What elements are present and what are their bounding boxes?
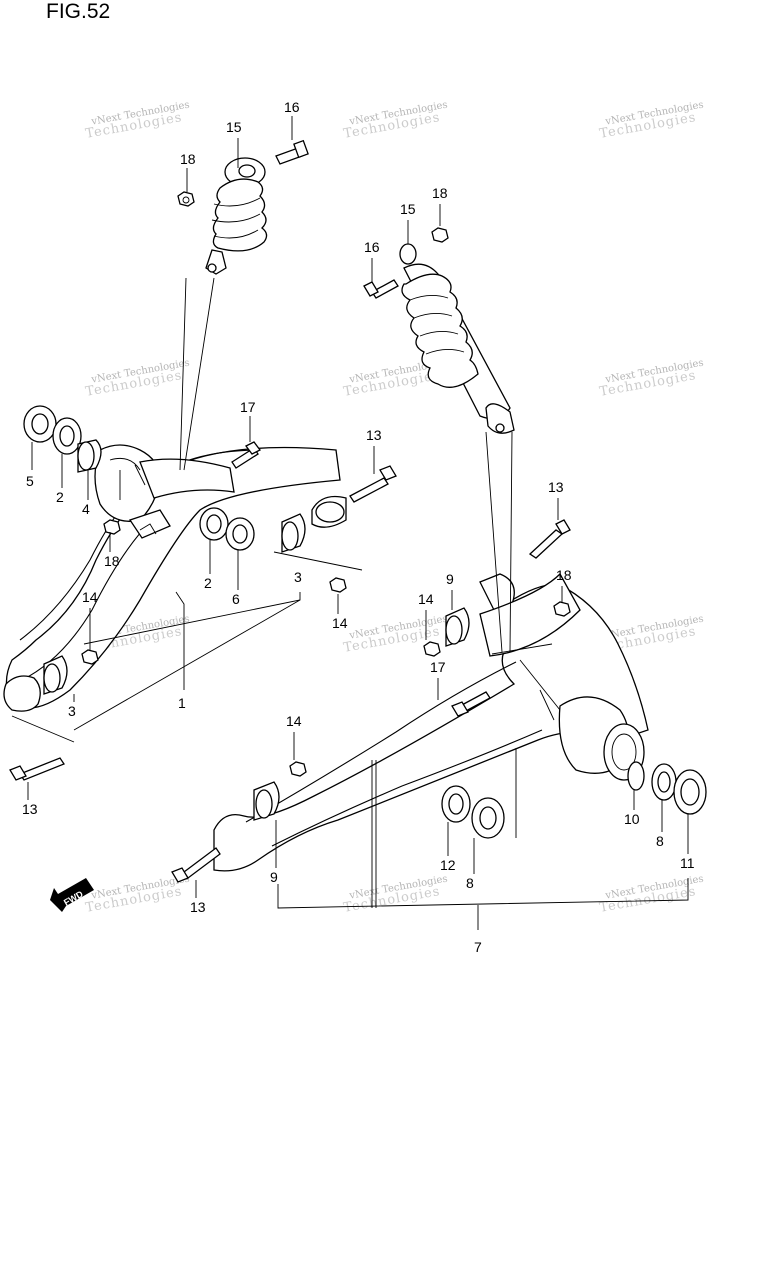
callout-6: 6 [232, 591, 240, 607]
seal-12[interactable] [441, 785, 471, 823]
bolt-13-upper[interactable] [349, 465, 397, 503]
nut-18-right-lower[interactable] [553, 601, 571, 617]
callout-18: 18 [432, 185, 448, 201]
callout-15: 15 [400, 201, 416, 217]
callout-17: 17 [430, 659, 446, 675]
callout-17: 17 [240, 399, 256, 415]
callout-10: 10 [624, 811, 640, 827]
seal-5[interactable] [23, 405, 57, 443]
fwd-arrow-icon: FWD [50, 878, 94, 912]
bushing-3-lower[interactable] [43, 655, 68, 695]
bolt-16-left[interactable] [275, 139, 309, 165]
nut-18-left[interactable] [177, 191, 195, 207]
callout-14: 14 [82, 589, 98, 605]
callout-7: 7 [474, 939, 482, 955]
callout-3: 3 [294, 569, 302, 585]
figure-title: FIG.52 [46, 0, 111, 23]
callout-1: 1 [178, 695, 186, 711]
shock-absorber-right[interactable] [399, 243, 515, 434]
bearing-2-upper[interactable] [52, 417, 82, 455]
callout-2: 2 [204, 575, 212, 591]
callout-16: 16 [364, 239, 380, 255]
callout-5: 5 [26, 473, 34, 489]
callout-13: 13 [366, 427, 382, 443]
callout-3: 3 [68, 703, 76, 719]
bushing-4[interactable] [77, 439, 102, 473]
nut-14-right-of-arm[interactable] [329, 577, 347, 593]
bushing-9-upper[interactable] [445, 607, 470, 647]
callout-13: 13 [22, 801, 38, 817]
bolt-13-lower-right[interactable] [171, 847, 221, 883]
lower-arm-7[interactable] [213, 572, 649, 872]
callout-9: 9 [270, 869, 278, 885]
callout-11: 11 [680, 855, 695, 871]
seal-6[interactable] [225, 517, 255, 551]
nut-14-right-upper[interactable] [423, 641, 441, 657]
bearing-8-right[interactable] [651, 763, 677, 801]
callout-18: 18 [556, 567, 572, 583]
callout-2: 2 [56, 489, 64, 505]
callout-16: 16 [284, 99, 300, 115]
callout-18: 18 [180, 151, 196, 167]
callout-14: 14 [418, 591, 434, 607]
callout-8: 8 [656, 833, 664, 849]
bearing-8-lower[interactable] [471, 797, 505, 839]
bearing-2-lower[interactable] [199, 507, 229, 541]
callout-4: 4 [82, 501, 90, 517]
callout-18: 18 [104, 553, 120, 569]
callout-14: 14 [332, 615, 348, 631]
bushing-3-upper[interactable] [281, 513, 306, 553]
bolt-13-lower-left[interactable] [9, 757, 65, 781]
bolt-17-left[interactable] [231, 441, 261, 469]
seal-11[interactable] [673, 769, 707, 815]
callout-13: 13 [190, 899, 206, 915]
callout-13: 13 [548, 479, 564, 495]
callout-9: 9 [446, 571, 454, 587]
nut-14-lower-left[interactable] [81, 649, 99, 665]
callout-15: 15 [226, 119, 242, 135]
nut-14-lower-right[interactable] [289, 761, 307, 777]
bolt-17-right[interactable] [451, 691, 491, 717]
shock-absorber-left[interactable] [205, 157, 268, 275]
bolt-13-upper-right[interactable] [528, 519, 571, 559]
spacer-10[interactable] [627, 761, 645, 791]
callout-8: 8 [466, 875, 474, 891]
callout-12: 12 [440, 857, 456, 873]
nut-18-left-lower[interactable] [103, 519, 121, 535]
callout-14: 14 [286, 713, 302, 729]
nut-18-right-top[interactable] [431, 227, 449, 243]
bolt-16-right[interactable] [363, 279, 399, 299]
bushing-9-lower[interactable] [253, 781, 280, 821]
